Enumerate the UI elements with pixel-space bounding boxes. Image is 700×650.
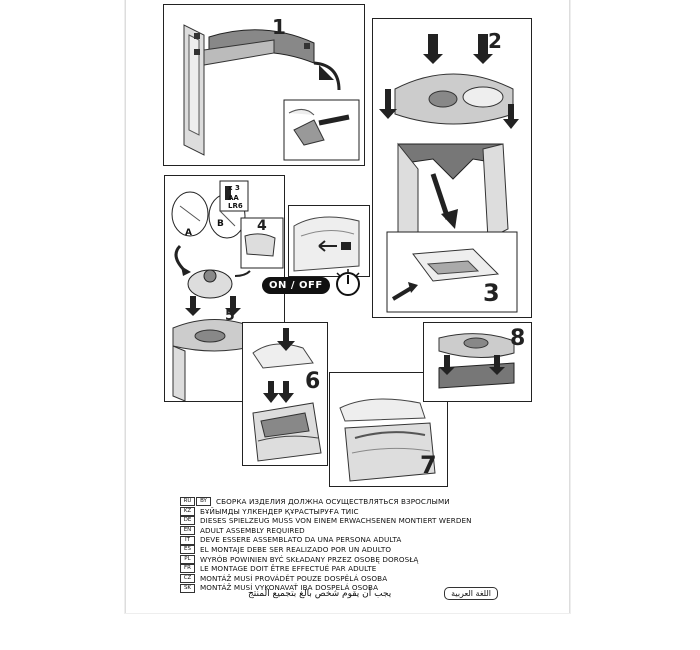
lang-code: CZ bbox=[180, 574, 195, 584]
step-4-number: 4 bbox=[257, 218, 267, 234]
step-1-number: 1 bbox=[272, 15, 286, 39]
battery-label-b: B bbox=[217, 219, 224, 229]
lang-row-sk: SK MONTÁŽ MUSÍ VYKONAVAŤ IBA DOSPELÁ OSO… bbox=[180, 583, 472, 593]
lang-row-en: EN ADULT ASSEMBLY REQUIRED bbox=[180, 526, 472, 536]
step-6-number: 6 bbox=[305, 369, 321, 394]
step-1-illustration bbox=[183, 24, 360, 161]
step-6-panel: 6 bbox=[242, 322, 328, 466]
timer-icon bbox=[336, 269, 360, 296]
lang-code: RU bbox=[180, 497, 195, 507]
battery-type-lr6: LR6 bbox=[228, 202, 243, 210]
battery-label-a: A bbox=[185, 228, 192, 238]
lang-text: LE MONTAGE DOIT ÊTRE EFFECTUÉ PAR ADULTE bbox=[200, 564, 377, 574]
lang-code: BY bbox=[196, 497, 211, 507]
lang-row-pl: PL WYRÓB POWINIEN BYĆ SKŁADANY PRZEZ OSO… bbox=[180, 555, 472, 565]
arabic-language-badge: اللغة العربية bbox=[444, 587, 498, 600]
lang-row-fr: FR LE MONTAGE DOIT ÊTRE EFFECTUÉ PAR ADU… bbox=[180, 564, 472, 574]
lang-text: WYRÓB POWINIEN BYĆ SKŁADANY PRZEZ OSOBĘ … bbox=[200, 554, 419, 564]
lang-text: DIESES SPIELZEUG MUSS VON EINEM ERWACHSE… bbox=[200, 516, 472, 526]
step-7-number: 7 bbox=[420, 451, 437, 479]
lang-code: KZ bbox=[180, 506, 195, 516]
lang-code: IT bbox=[180, 535, 195, 545]
step-2-panel: 2 3 bbox=[372, 18, 532, 318]
lang-text: EL MONTAJE DEBE SER REALIZADO POR UN ADU… bbox=[200, 544, 392, 554]
lang-text: СБОРКА ИЗДЕЛИЯ ДОЛЖНА ОСУЩЕСТВЛЯТЬСЯ ВЗР… bbox=[216, 497, 450, 506]
step-7-illustration bbox=[339, 398, 436, 482]
step-3-number: 3 bbox=[483, 279, 500, 307]
switch-detail-panel bbox=[288, 205, 370, 277]
lang-row-es: ES EL MONTAJE DEBE SER REALIZADO POR UN … bbox=[180, 545, 472, 555]
lang-row-de: DE DIESES SPIELZEUG MUSS VON EINEM ERWAC… bbox=[180, 516, 472, 526]
lang-text: MONTÁŽ MUSÍ VYKONAVAŤ IBA DOSPELÁ OSOBA bbox=[200, 583, 379, 593]
battery-type-aa: AA bbox=[228, 194, 239, 202]
lang-code: FR bbox=[180, 564, 195, 574]
lang-row-it: IT DEVE ESSERE ASSEMBLATO DA UNA PERSONA… bbox=[180, 535, 472, 545]
step-8-number: 8 bbox=[510, 326, 526, 351]
battery-count: x 3 bbox=[228, 184, 240, 192]
step-8-panel: 8 bbox=[423, 322, 532, 402]
lang-row-cz: CZ MONTÁŽ MUSÍ PROVÁDĚT POUZE DOSPĚLÁ OS… bbox=[180, 574, 472, 584]
lang-row-kz: KZ БҰЙЫМДЫ ҮЛКЕНДЕР ҚҰРАСТЫРУҒА ТИІС bbox=[180, 507, 472, 517]
on-off-switch-label: ON / OFF bbox=[262, 277, 330, 294]
step-4-5-illustration bbox=[171, 180, 284, 401]
lang-text: DEVE ESSERE ASSEMBLATO DA UNA PERSONA AD… bbox=[200, 535, 402, 545]
step-7-panel: 7 bbox=[329, 372, 448, 487]
step-5-number: 5 bbox=[225, 308, 235, 324]
step-6-illustration bbox=[252, 328, 322, 462]
arabic-warning: يجب أن يقوم شخص بالغ بتجميع المنتج اللغة… bbox=[248, 587, 498, 602]
step-2-illustration bbox=[379, 34, 519, 313]
step-2-number: 2 bbox=[488, 29, 502, 53]
step-8-illustration bbox=[438, 333, 515, 389]
lang-text: БҰЙЫМДЫ ҮЛКЕНДЕР ҚҰРАСТЫРУҒА ТИІС bbox=[200, 506, 359, 516]
lang-code: PL bbox=[180, 554, 195, 564]
arabic-warning-text: يجب أن يقوم شخص بالغ بتجميع المنتج bbox=[248, 589, 392, 599]
lang-text: ADULT ASSEMBLY REQUIRED bbox=[200, 525, 305, 535]
lang-code: DE bbox=[180, 516, 195, 526]
lang-code: EN bbox=[180, 526, 195, 536]
lang-code: SK bbox=[180, 583, 195, 593]
lang-code: ES bbox=[180, 545, 195, 555]
switch-detail-illustration bbox=[293, 216, 360, 272]
step-1-panel: 1 bbox=[163, 4, 365, 166]
lang-text: MONTÁŽ MUSÍ PROVÁDĚT POUZE DOSPĚLÁ OSOBA bbox=[200, 573, 388, 583]
